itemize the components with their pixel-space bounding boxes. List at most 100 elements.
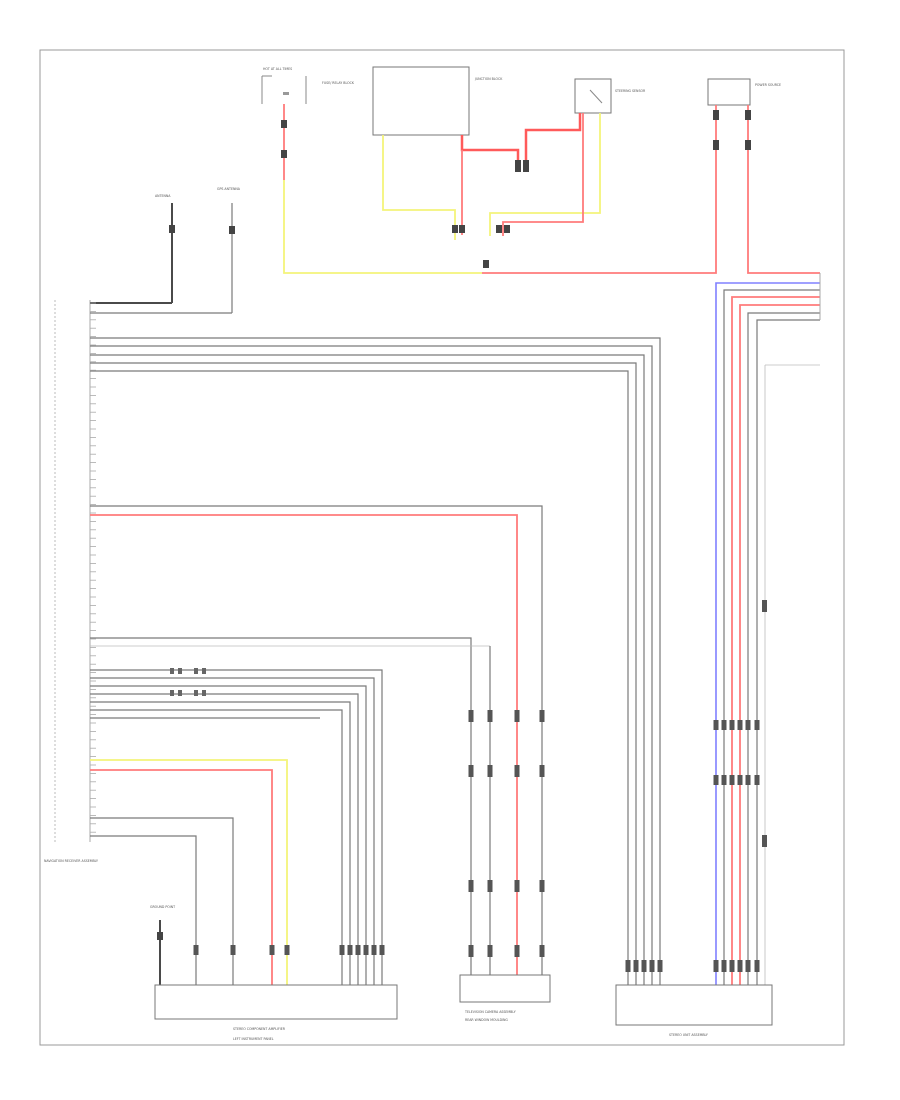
bottom-mid-sub: REAR WINDOW MOULDING bbox=[465, 1018, 508, 1022]
bottom-connector bbox=[625, 960, 631, 972]
fuse-relay-block: FUSE/ RELAY BLOCK bbox=[283, 76, 355, 104]
right-connector bbox=[745, 775, 751, 785]
bottom-right-unit: STEREO UNIT ASSEMBLY bbox=[615, 984, 773, 1037]
bottom-connector bbox=[284, 945, 290, 955]
right-connector bbox=[729, 775, 735, 785]
wire-red-junction bbox=[460, 135, 520, 165]
inline-connector bbox=[170, 690, 174, 696]
inline-connector bbox=[170, 668, 174, 674]
bottom-connector bbox=[193, 945, 199, 955]
inline-connector bbox=[202, 668, 206, 674]
antenna-1: ANTENNA bbox=[155, 194, 175, 303]
nav-receiver: NAVIGATION RECEIVER ASSEMBLY bbox=[44, 300, 98, 863]
bottom-connectors bbox=[170, 668, 663, 972]
mid-connector bbox=[539, 880, 545, 892]
nav-wires bbox=[90, 302, 661, 985]
nav-receiver-label: NAVIGATION RECEIVER ASSEMBLY bbox=[44, 859, 98, 863]
bottom-connector bbox=[379, 945, 385, 955]
bottom-connector bbox=[371, 945, 377, 955]
right-connector bbox=[762, 835, 767, 847]
right-connector bbox=[713, 720, 719, 730]
bottom-mid-unit: TELEVISION CAMERA ASSEMBLY REAR WINDOW M… bbox=[459, 974, 551, 1022]
bottom-left-unit: STEREO COMPONENT AMPLIFIER LEFT INSTRUME… bbox=[154, 984, 398, 1041]
right-connector bbox=[721, 775, 727, 785]
mid-connector bbox=[514, 765, 520, 777]
power-source: POWER SOURCE bbox=[707, 78, 781, 106]
right-connector bbox=[721, 960, 727, 972]
mid-connector bbox=[487, 880, 493, 892]
antenna-1-label: ANTENNA bbox=[155, 194, 171, 198]
junction-label: JUNCTION BLOCK bbox=[474, 77, 503, 81]
bottom-connector bbox=[355, 945, 361, 955]
right-connector bbox=[754, 960, 760, 972]
wire-red-steer bbox=[502, 113, 584, 236]
right-connector bbox=[729, 720, 735, 730]
mid-connector bbox=[487, 710, 493, 722]
right-connector bbox=[713, 960, 719, 972]
mid-connector bbox=[539, 945, 545, 957]
mid-connectors bbox=[468, 710, 545, 957]
mid-connector bbox=[468, 765, 474, 777]
bottom-connector bbox=[649, 960, 655, 972]
wire-yellow-left bbox=[283, 180, 482, 274]
bottom-connector bbox=[339, 945, 345, 955]
antenna-2-label: GPS ANTENNA bbox=[217, 187, 241, 191]
right-connector bbox=[713, 775, 719, 785]
steering-sensor: STEERING SENSOR bbox=[574, 78, 646, 114]
bottom-connector bbox=[347, 945, 353, 955]
mid-connector bbox=[539, 765, 545, 777]
inline-connector bbox=[194, 668, 198, 674]
inline-connector bbox=[178, 690, 182, 696]
right-connector bbox=[745, 960, 751, 972]
hot-label: HOT AT ALL TIMES bbox=[263, 67, 292, 71]
right-connector bbox=[729, 960, 735, 972]
mid-connector bbox=[468, 945, 474, 957]
right-connector bbox=[762, 600, 767, 612]
ground-point: GROUND POINT bbox=[150, 905, 175, 985]
bottom-mid-label: TELEVISION CAMERA ASSEMBLY bbox=[464, 1010, 516, 1014]
inline-connector bbox=[194, 690, 198, 696]
wire-red-junction-2 bbox=[524, 113, 582, 165]
mid-connector bbox=[468, 710, 474, 722]
right-connector bbox=[737, 720, 743, 730]
ground-label: GROUND POINT bbox=[150, 905, 175, 909]
fuse-relay-label: FUSE/ RELAY BLOCK bbox=[322, 81, 355, 85]
inline-connector bbox=[202, 690, 206, 696]
wire-yellow-steer bbox=[489, 113, 601, 236]
mid-connector bbox=[514, 945, 520, 957]
mid-connector bbox=[468, 880, 474, 892]
bottom-connector bbox=[269, 945, 275, 955]
right-bundle bbox=[715, 273, 821, 985]
junction-block: JUNCTION BLOCK bbox=[372, 66, 503, 136]
bottom-connector bbox=[230, 945, 236, 955]
right-connector bbox=[754, 775, 760, 785]
inline-connector bbox=[178, 668, 182, 674]
right-connector bbox=[745, 720, 751, 730]
hot-at-all-times: HOT AT ALL TIMES bbox=[261, 67, 292, 104]
mid-connector bbox=[487, 765, 493, 777]
bottom-left-label: STEREO COMPONENT AMPLIFIER bbox=[233, 1027, 286, 1031]
nav-pin-ticks bbox=[90, 302, 96, 833]
bottom-left-sub: LEFT INSTRUMENT PANEL bbox=[233, 1037, 274, 1041]
power-source-label: POWER SOURCE bbox=[755, 83, 781, 87]
bottom-connector bbox=[641, 960, 647, 972]
bottom-connector bbox=[657, 960, 663, 972]
mid-connector bbox=[487, 945, 493, 957]
wire-power-red-1 bbox=[482, 105, 717, 274]
right-connector bbox=[737, 960, 743, 972]
mid-connector bbox=[514, 710, 520, 722]
antenna-2: GPS ANTENNA bbox=[217, 187, 241, 313]
mid-connector bbox=[539, 710, 545, 722]
right-connector bbox=[737, 775, 743, 785]
wire-yellow-junction bbox=[382, 135, 456, 240]
right-connector bbox=[754, 720, 760, 730]
bottom-right-label: STEREO UNIT ASSEMBLY bbox=[669, 1033, 708, 1037]
right-connectors bbox=[713, 600, 767, 972]
diagram-frame bbox=[39, 49, 845, 1046]
wire-power-red-2 bbox=[747, 105, 820, 274]
mid-connector bbox=[514, 880, 520, 892]
bottom-connector bbox=[363, 945, 369, 955]
bottom-connector bbox=[633, 960, 639, 972]
steering-label: STEERING SENSOR bbox=[615, 89, 646, 93]
